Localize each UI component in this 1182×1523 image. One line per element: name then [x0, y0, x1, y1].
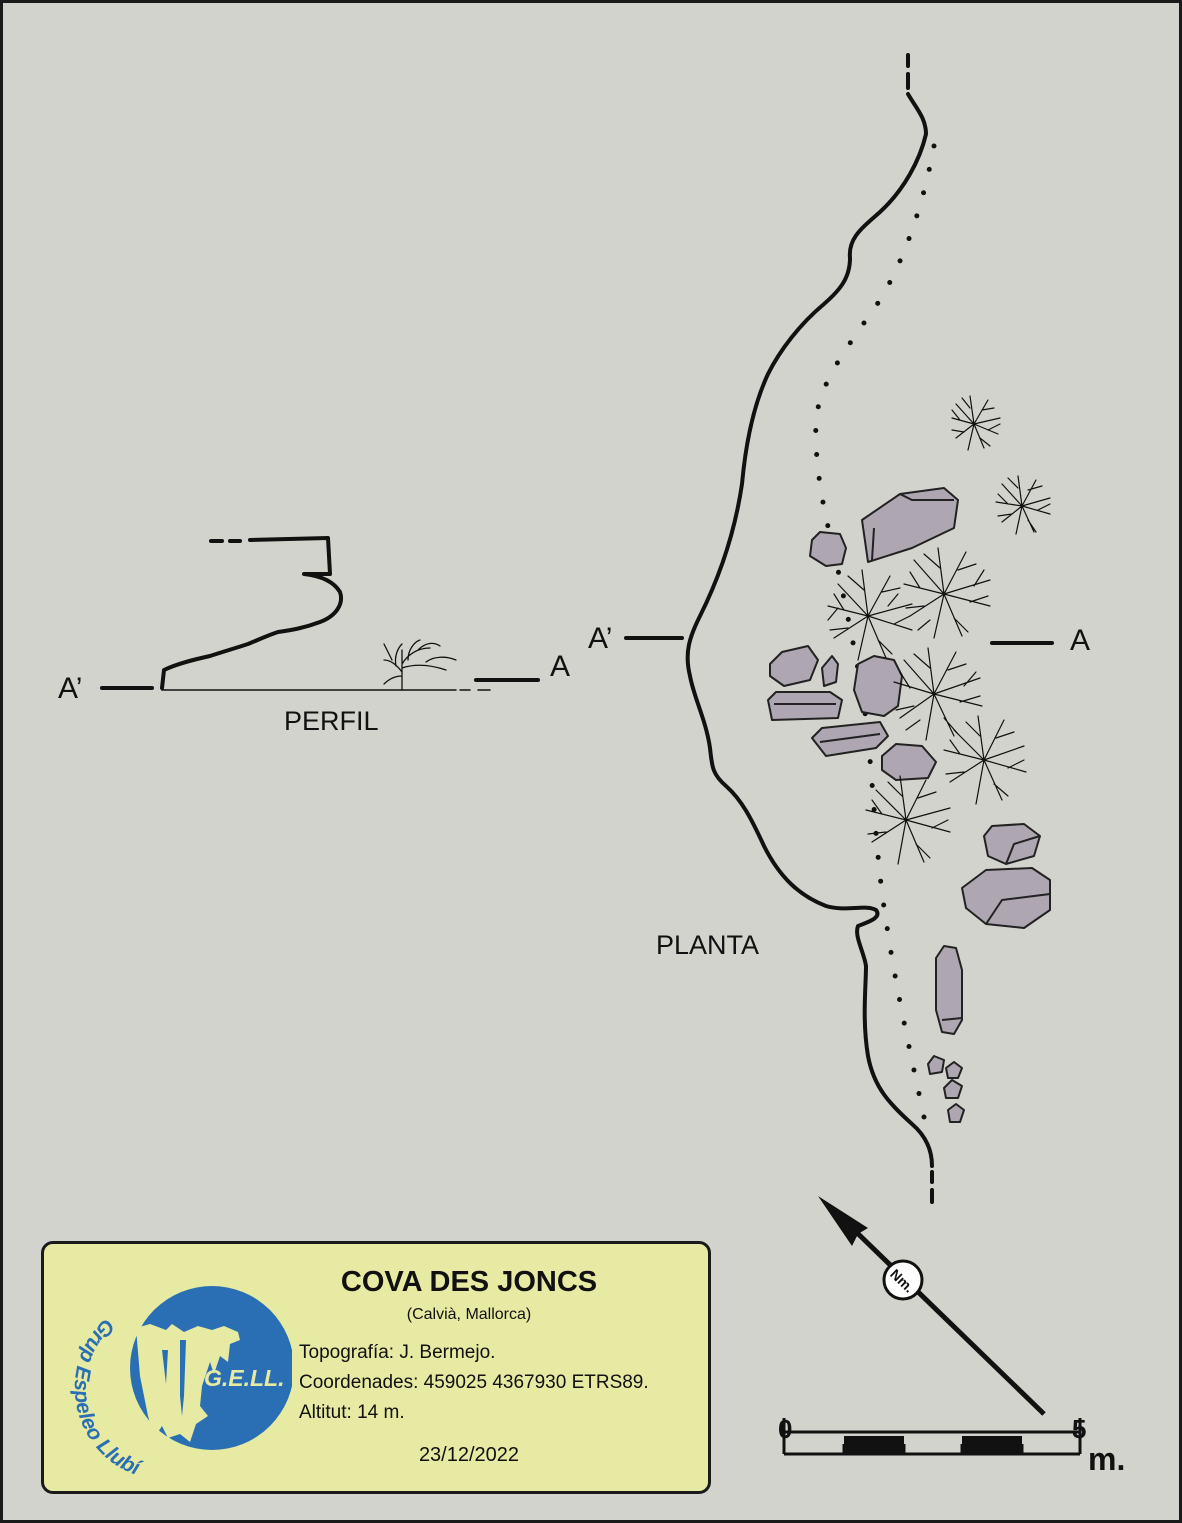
coordinates-text: Coordenades: 459025 4367930 ETRS89. [299, 1372, 649, 1393]
title-block: Grup Espeleo Llubí G.E.LL. COVA DES JONC… [41, 1241, 711, 1494]
shrub [893, 647, 983, 741]
north-arrow-head [818, 1196, 868, 1246]
shrub [995, 475, 1051, 535]
plan-section-label-left: A’ [588, 622, 612, 655]
scale-segment-black [962, 1436, 1022, 1454]
rock [1005, 835, 1041, 865]
altitude-text: Altitut: 14 m. [299, 1402, 405, 1423]
rock [821, 655, 839, 687]
profile-cave-outline [160, 536, 343, 690]
north-arrow-badge [882, 1259, 924, 1301]
shrub [827, 569, 913, 661]
plan-vegetation [827, 395, 1051, 865]
rock [947, 1103, 965, 1123]
survey-date: 23/12/2022 [418, 1444, 520, 1466]
logo-stalactite [162, 1350, 168, 1384]
plan-cave-wall [685, 92, 934, 1168]
logo-stalactite [180, 1340, 186, 1416]
plan-rocks [767, 487, 1051, 1123]
north-arrow: Nm. [818, 1196, 1046, 1416]
rock [861, 487, 959, 563]
rock [943, 1079, 963, 1099]
rock [819, 733, 881, 743]
topography-credit: Topografía: J. Bermejo. [299, 1342, 496, 1363]
rock [769, 645, 819, 687]
rock [935, 945, 963, 1035]
profile-section-label-left: A’ [58, 672, 82, 705]
rock [961, 867, 1051, 929]
rock [945, 1061, 963, 1079]
plan-title: PLANTA [656, 930, 759, 960]
rock [871, 493, 954, 561]
shrub [943, 715, 1027, 805]
plan-section-label-right: A [1070, 624, 1090, 657]
rock [941, 1017, 963, 1021]
gell-logo: Grup Espeleo Llubí G.E.LL. [69, 1286, 292, 1481]
scale-segment-black [844, 1436, 904, 1454]
rock [985, 893, 1051, 925]
profile-shrub [383, 639, 457, 691]
shrub [865, 775, 951, 865]
profile-section-label-right: A [550, 650, 570, 683]
plan-drawing [624, 53, 1054, 1204]
scale-end-label: 5 [1072, 1414, 1086, 1444]
scale-start-label: 0 [778, 1414, 792, 1444]
plan-dripline-dotted [813, 143, 937, 1139]
shrub [903, 547, 991, 639]
scale-unit-label: m. [1088, 1441, 1125, 1477]
rock [767, 691, 843, 721]
logo-arc-text: Grup Espeleo Llubí [69, 1314, 145, 1481]
rock [881, 743, 937, 781]
scale-bar [782, 1418, 1082, 1456]
logo-cave-silhouette [136, 1324, 240, 1442]
rock [983, 823, 1041, 865]
cave-title: COVA DES JONCS [340, 1266, 598, 1298]
cave-map: A’ A PERFIL [58, 53, 1125, 1477]
logo-initials: G.E.LL. [204, 1365, 285, 1391]
rock [853, 655, 903, 717]
cave-location: (Calvià, Mallorca) [406, 1306, 532, 1323]
profile-drawing [100, 536, 540, 691]
shrub [951, 395, 1001, 451]
profile-title: PERFIL [284, 706, 379, 736]
rock [927, 1055, 945, 1075]
rock [809, 531, 847, 567]
